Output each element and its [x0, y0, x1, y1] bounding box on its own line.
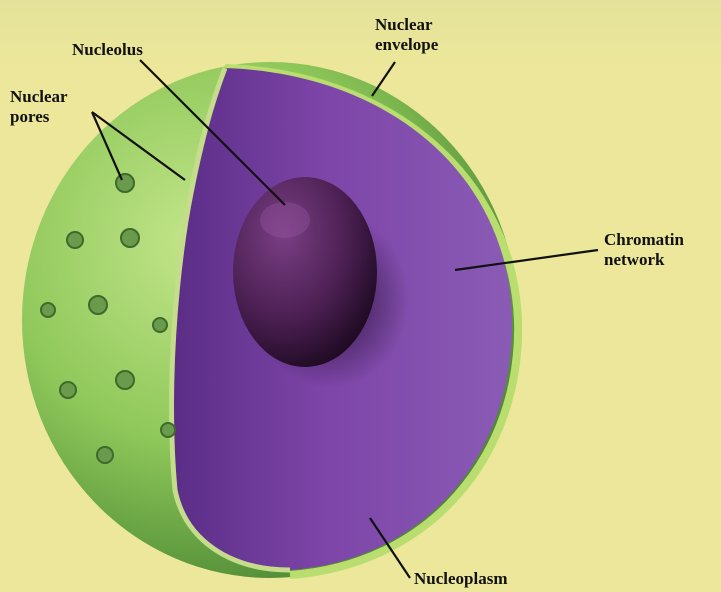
label-nucleolus: Nucleolus — [72, 40, 143, 60]
pore — [97, 447, 113, 463]
pore — [153, 318, 167, 332]
label-nuclear-envelope: Nuclear envelope — [375, 15, 438, 55]
pore — [116, 174, 134, 192]
pore — [60, 382, 76, 398]
pore — [89, 296, 107, 314]
pore — [67, 232, 83, 248]
nucleolus — [233, 177, 377, 367]
label-nuclear-pores: Nuclear pores — [10, 87, 68, 127]
label-nucleoplasm: Nucleoplasm — [414, 569, 508, 589]
pore — [161, 423, 175, 437]
nucleolus-highlight — [260, 202, 310, 238]
pore — [116, 371, 134, 389]
pore — [121, 229, 139, 247]
pore — [41, 303, 55, 317]
label-chromatin-network: Chromatin network — [604, 230, 684, 270]
